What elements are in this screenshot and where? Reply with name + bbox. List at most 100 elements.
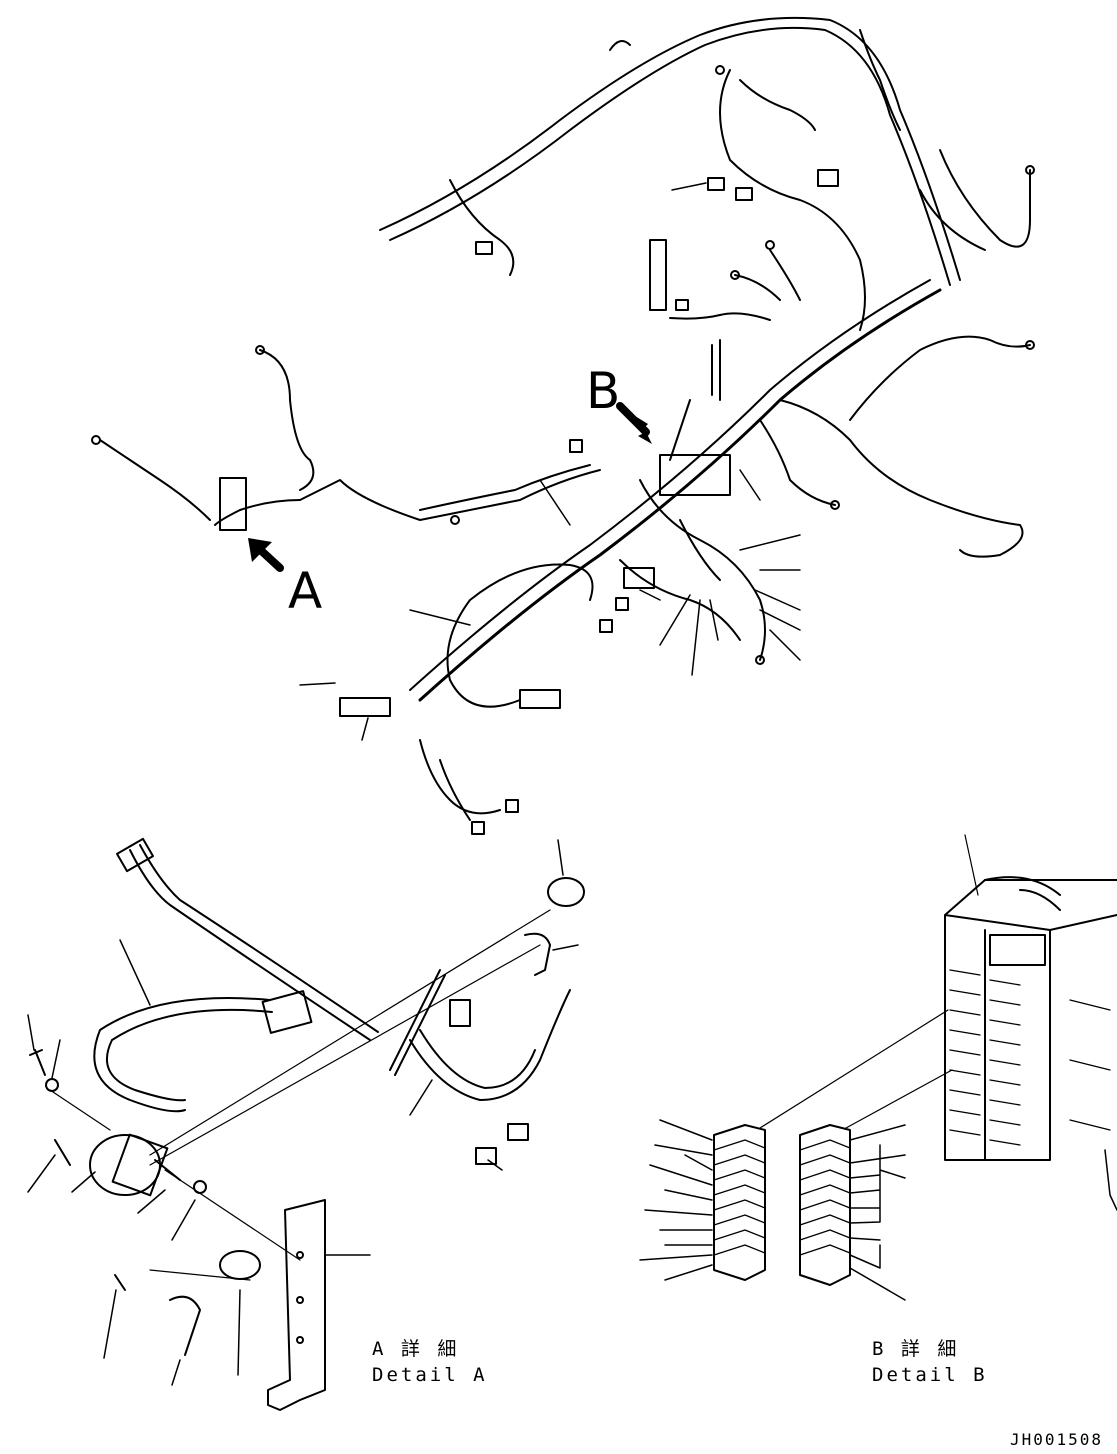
a-upper-lead: [259, 349, 315, 491]
box-fuse-rows: [949, 969, 1111, 1146]
leader-lines-main: [299, 182, 801, 741]
elbow-connector: [169, 1295, 201, 1356]
top-branch: [379, 16, 961, 281]
a-connector-block: [261, 990, 313, 1034]
a-cap: [547, 877, 585, 907]
left-branch: [299, 469, 601, 521]
connector-5: [675, 299, 689, 311]
a-cable-loop-2: [106, 1008, 273, 1102]
center-cluster: [639, 479, 766, 661]
right-branch-4: [734, 274, 781, 301]
bracket-hole-3: [296, 1336, 304, 1344]
lower-loop: [446, 563, 594, 708]
terminal-2: [91, 435, 101, 445]
right-branch-1: [779, 399, 1024, 558]
screw-1: [54, 1139, 71, 1166]
comb-connector: [519, 689, 561, 709]
a-conn-r2: [507, 1123, 529, 1141]
bracket-hole-1: [296, 1251, 304, 1259]
terminal-8: [450, 515, 460, 525]
bracket: [267, 1199, 326, 1411]
a-projection-lines: [49, 909, 551, 1281]
washer-1: [45, 1078, 59, 1092]
top-branch-2: [389, 26, 951, 286]
terminal-7: [730, 270, 740, 280]
fuse-strip-right: [799, 1124, 851, 1286]
a-right-harness-2: [419, 1029, 536, 1089]
connector-7: [505, 799, 519, 813]
connector-4: [569, 439, 583, 453]
terminal-5: [715, 65, 725, 75]
leader-lines-a: [27, 839, 579, 1386]
top-sub-2: [609, 40, 631, 51]
fuse-strip-left: [713, 1124, 766, 1281]
a-probe: [389, 969, 446, 1076]
a-cable-loop: [93, 997, 271, 1113]
screw-2: [114, 1274, 126, 1291]
connector-13: [649, 239, 667, 311]
arrow-B-shaft: [616, 402, 650, 436]
drawing-code: JH001508: [1010, 1430, 1104, 1449]
switch-body: [111, 1133, 169, 1197]
leader-lines-b: [639, 1119, 1117, 1301]
connector-9: [615, 597, 629, 611]
a-conn-r1: [475, 1147, 497, 1165]
arrow-A-head: [248, 538, 272, 562]
fusebox-body: [944, 879, 1117, 1161]
b-projection-lines: [759, 834, 979, 1129]
top-sub-1: [449, 179, 515, 276]
view-arrow-label-a: A: [288, 562, 323, 620]
left-branch-2: [419, 464, 591, 511]
upper-loop: [719, 69, 866, 331]
terminal-3: [1025, 165, 1035, 175]
detail-b-title-en: Detail B: [872, 1364, 988, 1386]
center-cluster-2: [619, 559, 741, 641]
fusebox-cap: [989, 934, 1046, 966]
terminal-9: [830, 500, 840, 510]
fusebox-top: [984, 876, 1061, 911]
a-left-lead: [99, 439, 211, 521]
right-branch-5: [669, 312, 771, 321]
terminal-10: [755, 655, 765, 665]
detail-a-drawing: [27, 837, 585, 1411]
main-trunk-lower: [409, 279, 931, 691]
right-branch-6: [769, 249, 801, 301]
view-arrow-label-b: B: [586, 362, 621, 420]
relay: [219, 1250, 261, 1280]
right-branch-3: [759, 419, 836, 506]
main-trunk-upper: [418, 288, 942, 702]
connector-2: [735, 187, 753, 201]
lower-leads: [419, 739, 501, 815]
detail-a-title-en: Detail A: [372, 1364, 488, 1386]
center-leads: [679, 519, 721, 581]
a-elbow: [524, 932, 551, 976]
connector-10: [339, 697, 391, 717]
upper-right-branch: [939, 149, 1031, 248]
bracket-hole-2: [296, 1296, 304, 1304]
a-harness: [214, 499, 301, 526]
terminal-1: [255, 345, 265, 355]
a-upper-cable-2: [139, 844, 379, 1033]
a-conn-r3: [449, 999, 471, 1027]
connector-6: [599, 619, 613, 633]
terminal-6: [765, 240, 775, 250]
detail-b-drawing: [639, 834, 1117, 1301]
connector-1: [707, 177, 725, 191]
upper-loop-2: [739, 79, 816, 131]
detail-a-title-jp: A 詳 細: [372, 1338, 460, 1360]
a-connector-top: [116, 837, 154, 873]
bolt-1: [29, 1049, 46, 1076]
connector-3: [475, 241, 493, 255]
a-right-harness: [409, 989, 571, 1101]
connector-11: [623, 567, 655, 589]
lower-leads-2: [439, 759, 471, 821]
main-harness: [91, 16, 1035, 835]
upper-right-branch-2: [919, 189, 986, 251]
top-sub-3: [859, 29, 901, 131]
detail-b-title-jp: B 詳 細: [872, 1338, 960, 1360]
terminal-4: [1025, 340, 1035, 350]
b-vertical: [711, 339, 721, 401]
connector-14: [219, 477, 247, 531]
right-branch-2: [849, 335, 1031, 421]
